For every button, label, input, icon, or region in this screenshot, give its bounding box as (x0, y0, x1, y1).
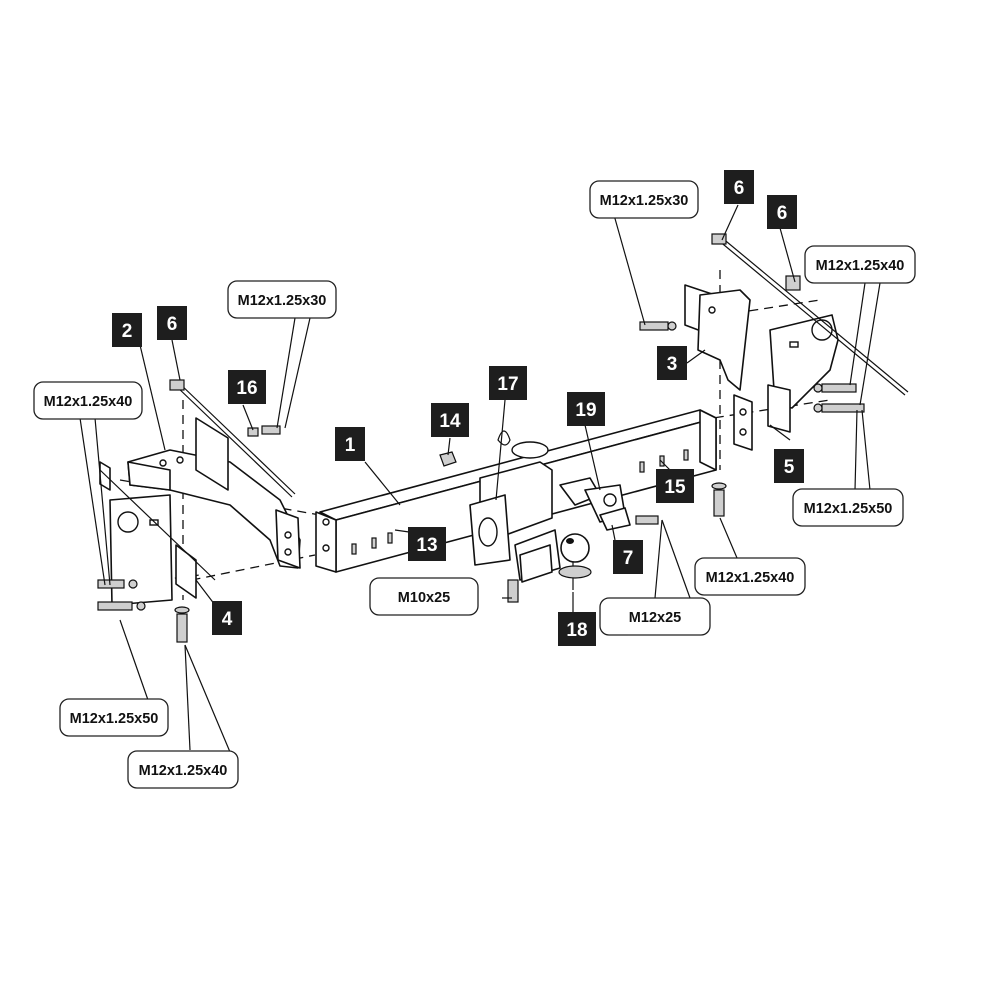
fasteners (97, 321, 865, 643)
callout-19: 19 (567, 392, 605, 426)
svg-text:3: 3 (667, 354, 678, 375)
svg-text:4: 4 (222, 609, 233, 630)
svg-text:2: 2 (122, 321, 133, 342)
left-side-bracket (127, 417, 301, 569)
callout-13: 13 (408, 527, 446, 561)
svg-text:M12x1.25x30: M12x1.25x30 (600, 193, 689, 209)
callout-18: 18 (558, 612, 596, 646)
spec-center-m12x25: M12x25 (599, 597, 711, 636)
callout-3: 3 (657, 346, 687, 380)
svg-text:18: 18 (566, 620, 587, 641)
left-mounting-plate (99, 461, 197, 606)
svg-text:6: 6 (734, 178, 745, 199)
callout-6-right: 6 (767, 195, 797, 229)
svg-text:15: 15 (664, 477, 686, 498)
svg-text:M12x1.25x40: M12x1.25x40 (44, 394, 133, 410)
svg-text:16: 16 (236, 378, 257, 399)
spec-right-bottom-m40: M12x1.25x40 (694, 557, 806, 596)
spec-right-top-m30: M12x1.25x30 (589, 180, 699, 219)
svg-text:M10x25: M10x25 (398, 590, 450, 606)
crossbar-bolts (351, 449, 689, 555)
callout-17: 17 (489, 366, 527, 400)
callout-15: 15 (656, 469, 694, 503)
svg-text:1: 1 (345, 435, 356, 456)
callout-7: 7 (613, 540, 643, 574)
svg-text:M12x1.25x30: M12x1.25x30 (238, 293, 327, 309)
svg-text:M12x1.25x40: M12x1.25x40 (706, 570, 795, 586)
long-straps (99, 233, 909, 581)
callout-16: 16 (228, 370, 266, 404)
spec-center-m10x25: M10x25 (369, 577, 479, 616)
spec-left-m40: M12x1.25x40 (33, 381, 143, 420)
leader-lines (79, 204, 881, 753)
callout-1: 1 (335, 427, 365, 461)
spec-right-m50: M12x1.25x50 (792, 488, 904, 527)
svg-text:M12x1.25x40: M12x1.25x40 (139, 763, 228, 779)
svg-text:14: 14 (439, 411, 461, 432)
right-upper-bracket (684, 284, 751, 391)
svg-text:13: 13 (416, 535, 437, 556)
svg-text:6: 6 (167, 314, 178, 335)
svg-text:5: 5 (784, 457, 795, 478)
svg-text:M12x1.25x50: M12x1.25x50 (804, 501, 893, 517)
callout-5: 5 (774, 449, 804, 483)
callout-6-right-top: 6 (724, 170, 754, 204)
callout-4: 4 (212, 601, 242, 635)
svg-text:7: 7 (623, 548, 634, 569)
callout-2: 2 (112, 313, 142, 347)
callout-14: 14 (431, 403, 469, 437)
svg-text:M12x1.25x50: M12x1.25x50 (70, 711, 159, 727)
spec-right-m40: M12x1.25x40 (804, 245, 916, 284)
svg-text:M12x25: M12x25 (629, 610, 681, 626)
spec-left-m50: M12x1.25x50 (59, 698, 169, 737)
spec-left-top-m30: M12x1.25x30 (227, 280, 337, 319)
spec-left-bottom-m40: M12x1.25x40 (127, 750, 239, 789)
callout-6-left: 6 (157, 306, 187, 340)
svg-text:M12x1.25x40: M12x1.25x40 (816, 258, 905, 274)
svg-text:19: 19 (575, 400, 596, 421)
svg-text:6: 6 (777, 203, 788, 224)
right-mounting-plate (733, 314, 839, 451)
svg-text:17: 17 (497, 374, 518, 395)
